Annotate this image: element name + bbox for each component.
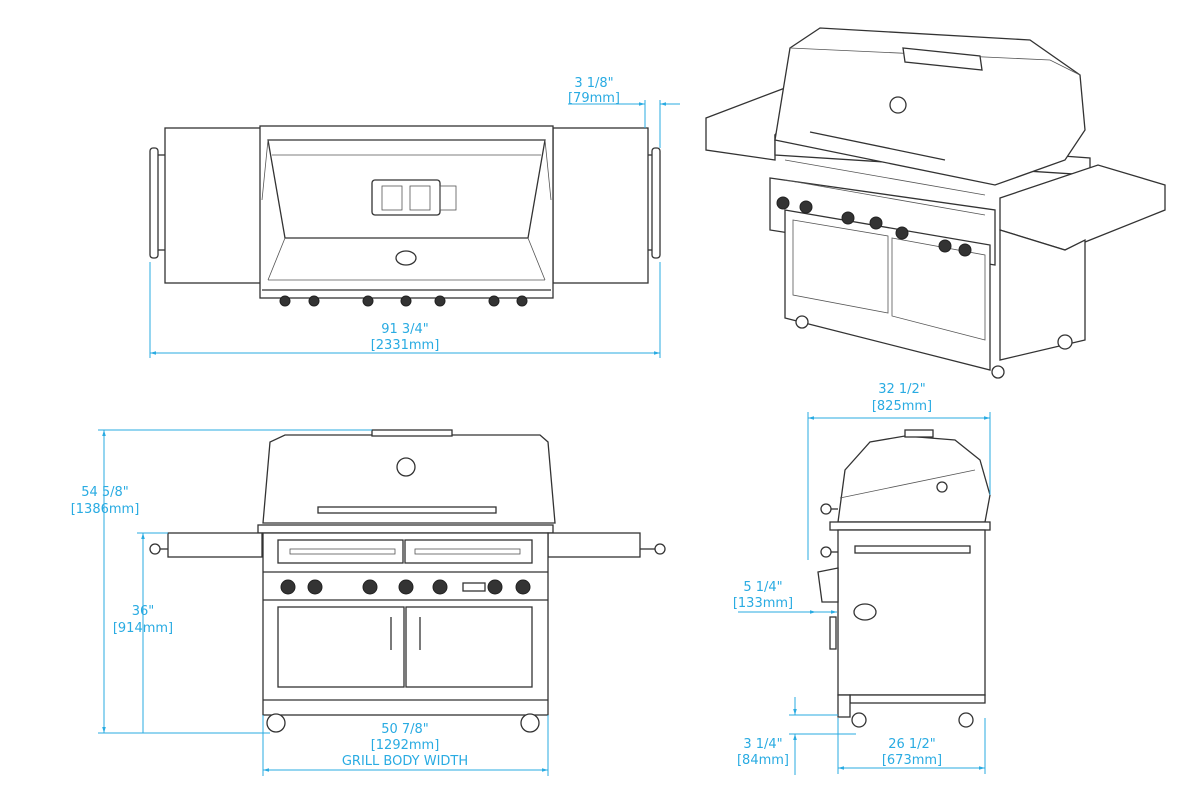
- left-door: [277, 606, 405, 688]
- dim-label-imperial: 50 7/8": [381, 722, 429, 737]
- dim-label-metric: [1386mm]: [71, 502, 140, 517]
- lid-front: [262, 434, 556, 524]
- dim-label-metric: [2331mm]: [371, 338, 440, 353]
- temperature-gauge: [395, 250, 417, 266]
- dimension-cart-depth: 26 1/2" [673mm]: [837, 718, 986, 774]
- lid-handle-front: [317, 506, 497, 514]
- front-view: [149, 429, 666, 733]
- dimension-overall-width: 91 3/4" [2331mm]: [149, 262, 661, 358]
- left-side-shelf: [164, 127, 263, 284]
- control-knobs: [279, 295, 528, 307]
- temperature-gauge-front: [396, 457, 416, 477]
- side-view: [817, 429, 991, 728]
- dimension-overall-depth: 32 1/2" [825mm]: [807, 382, 991, 560]
- temperature-gauge-iso: [889, 96, 907, 114]
- lid-vent-front: [371, 429, 453, 437]
- left-shelf-handle: [149, 147, 159, 259]
- dimension-body-width: 50 7/8" [1292mm] GRILL BODY WIDTH: [262, 715, 549, 776]
- side-burner-knob: [817, 567, 839, 603]
- dim-label-metric: [133mm]: [733, 596, 793, 611]
- dimension-overall-height: 54 5/8" [1386mm]: [71, 429, 372, 734]
- logo-badge: [462, 582, 486, 592]
- dim-label-imperial: 32 1/2": [878, 382, 926, 397]
- right-side-shelf: [552, 127, 649, 284]
- control-knobs-front: [280, 579, 531, 595]
- right-door: [405, 606, 533, 688]
- dim-label-metric: [914mm]: [113, 621, 173, 636]
- right-shelf-handle: [651, 147, 661, 259]
- dim-label-imperial: 5 1/4": [743, 580, 782, 595]
- dim-label-metric: [673mm]: [882, 753, 942, 768]
- dimension-caster-offset: 3 1/4" [84mm]: [737, 697, 856, 775]
- dim-label-imperial: 91 3/4": [381, 322, 429, 337]
- dim-label-imperial: 3 1/4": [743, 737, 782, 752]
- dim-label-metric: [1292mm]: [371, 738, 440, 753]
- dim-label-imperial: 3 1/8": [574, 76, 613, 91]
- left-shelf-front: [167, 532, 263, 558]
- dim-label-metric: [79mm]: [568, 91, 620, 106]
- top-view: [149, 125, 661, 307]
- control-knobs-iso: [776, 196, 972, 257]
- isometric-view: [705, 27, 1166, 379]
- dim-label-imperial: 26 1/2": [888, 737, 936, 752]
- dimension-handle-projection: 5 1/4" [133mm]: [733, 580, 837, 614]
- lid-side: [837, 435, 991, 523]
- right-shelf-front: [547, 532, 641, 558]
- lid-vent-iso: [902, 47, 983, 71]
- lid-handle-iso: [809, 131, 946, 161]
- dim-caption: GRILL BODY WIDTH: [342, 754, 468, 769]
- dimension-shelf-offset: 3 1/8" [79mm]: [568, 76, 680, 148]
- cabinet-iso: [784, 209, 991, 371]
- dim-label-imperial: 36": [132, 604, 155, 619]
- dim-label-imperial: 54 5/8": [81, 485, 129, 500]
- dim-label-metric: [825mm]: [872, 399, 932, 414]
- dim-label-metric: [84mm]: [737, 753, 789, 768]
- dimension-counter-height: 36" [914mm]: [113, 532, 173, 733]
